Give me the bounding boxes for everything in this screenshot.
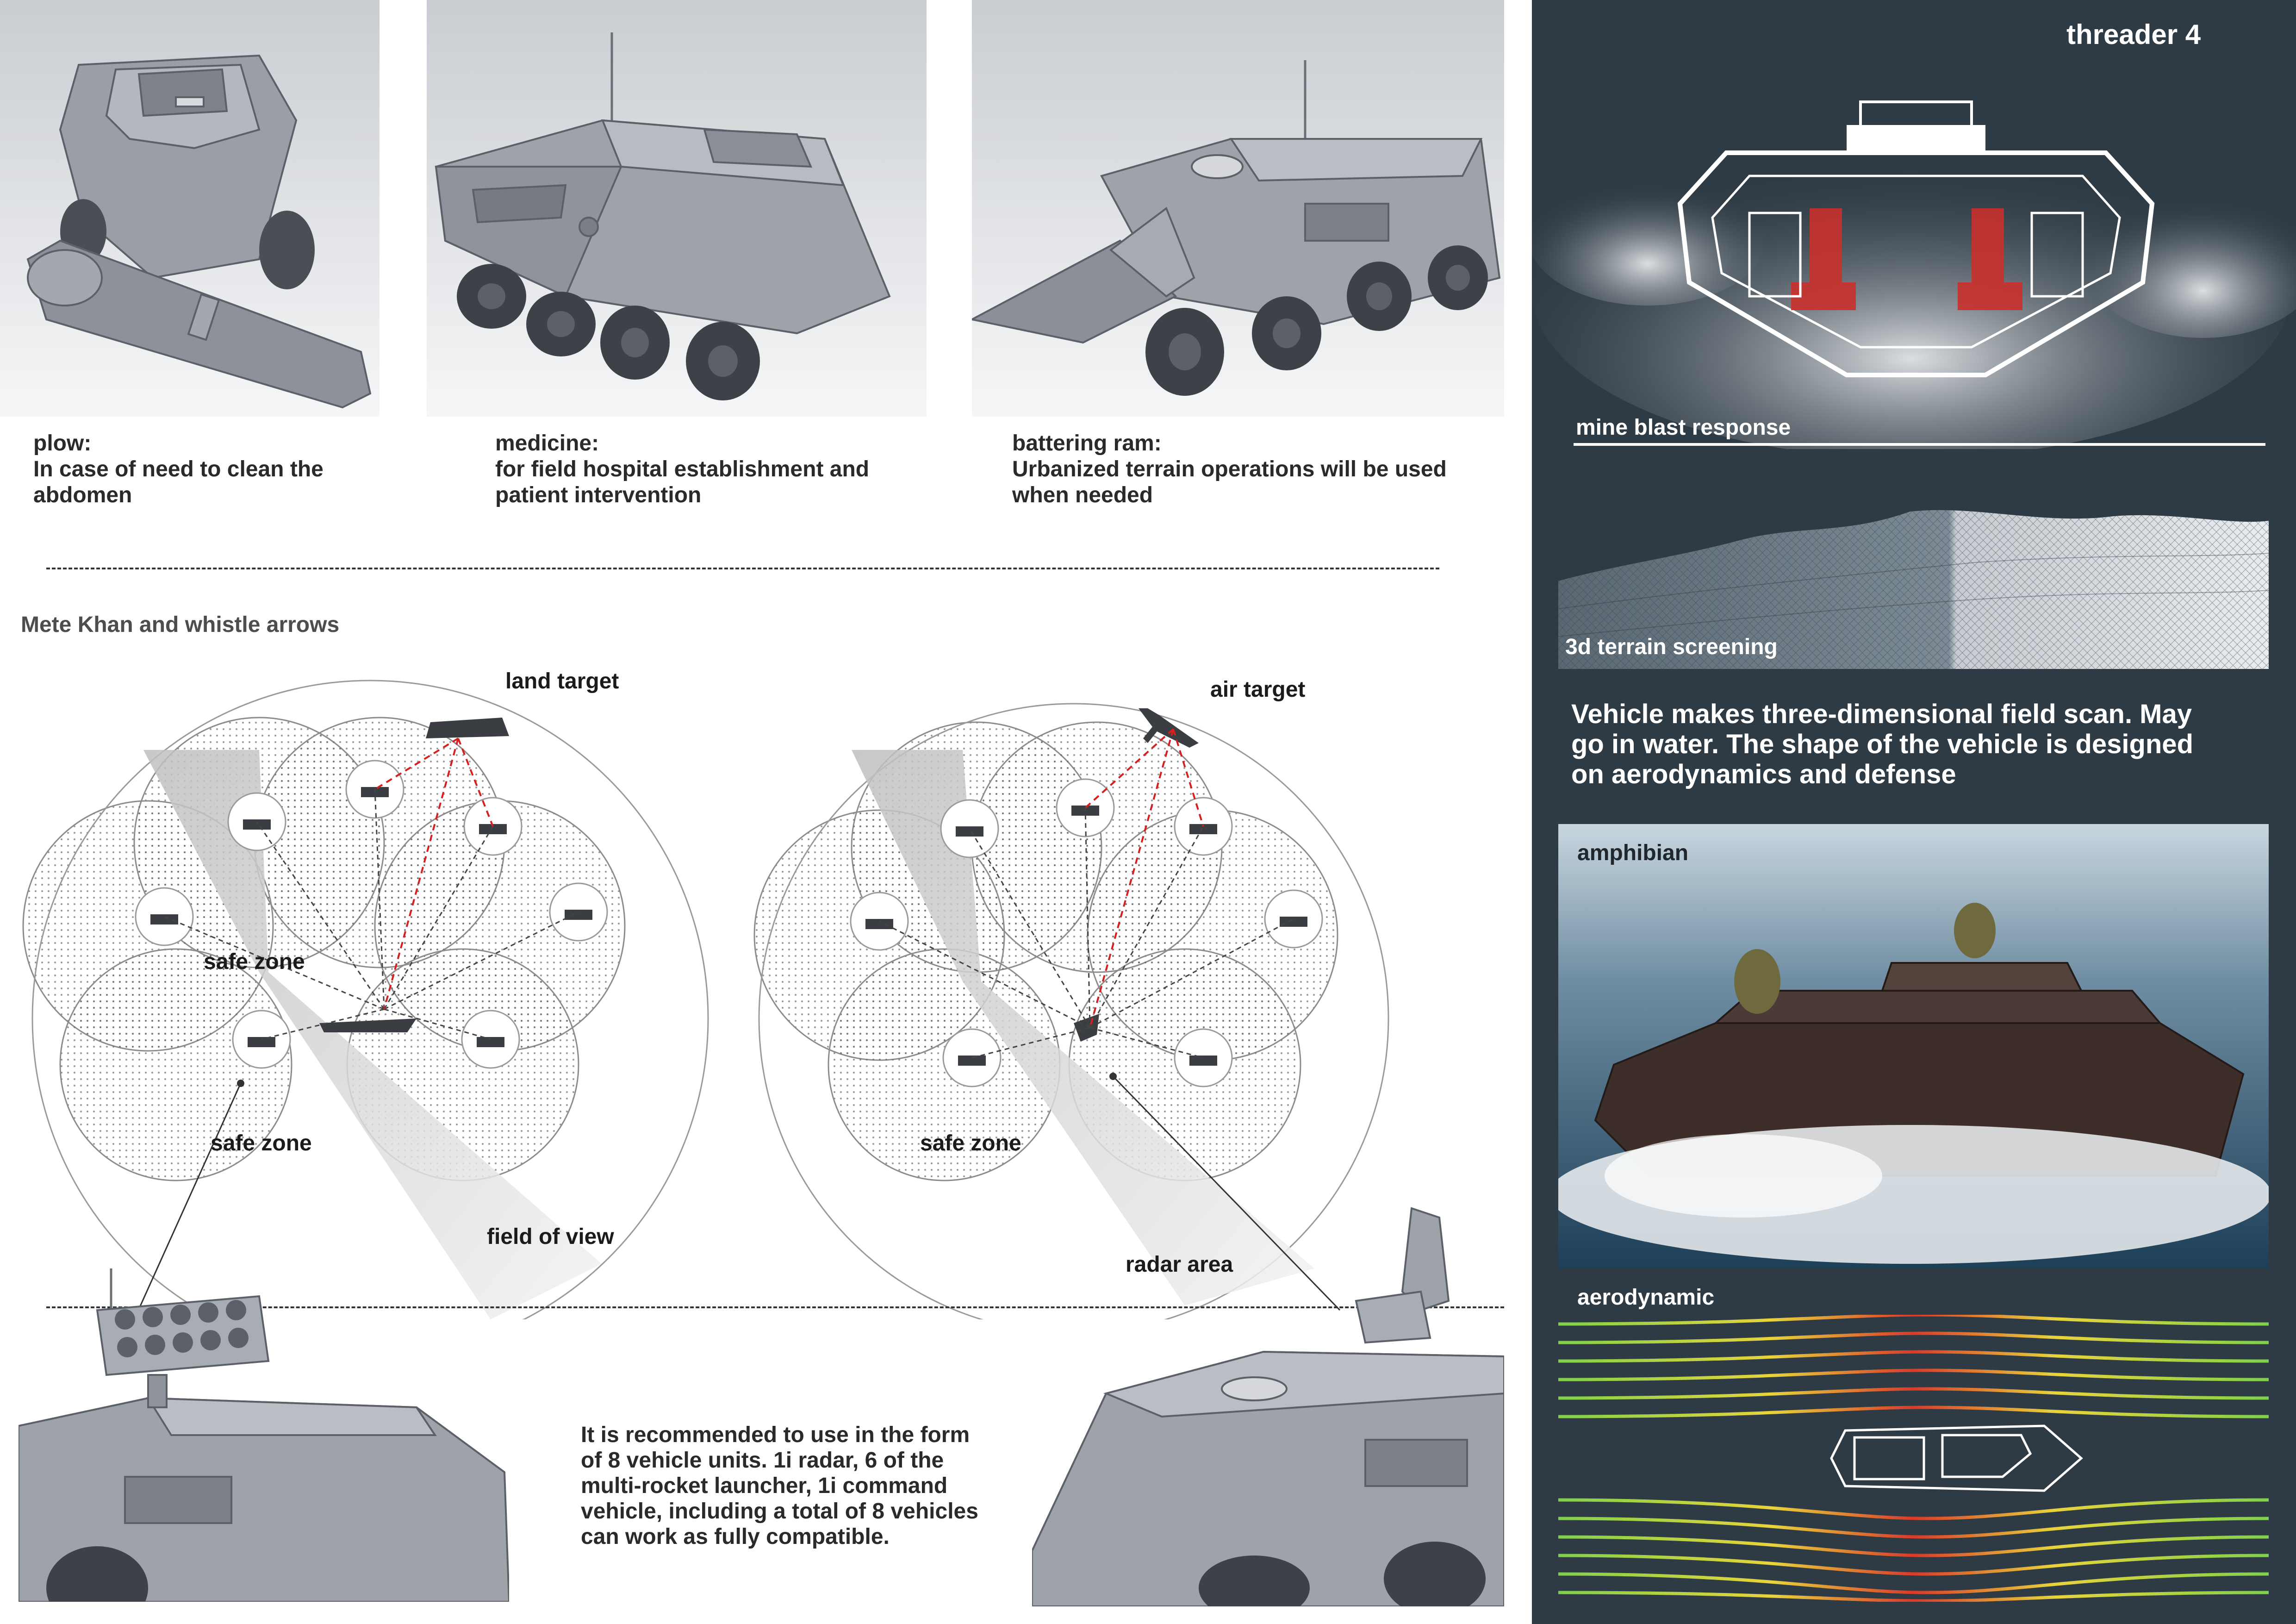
- safe-zone-upper-label: safe zone: [204, 949, 305, 974]
- field-of-view-label: field of view: [487, 1224, 614, 1249]
- description-line1: Vehicle makes three-dimensional field sc…: [1571, 699, 2192, 729]
- aerodynamic-illustration: [1558, 1315, 2269, 1602]
- vehicle-top-view: [1830, 1424, 2083, 1492]
- section-title: Mete Khan and whistle arrows: [21, 612, 340, 637]
- recommendation-text: It is recommended to use in the form of …: [581, 1422, 1034, 1549]
- brand-title: threader 4: [2066, 19, 2201, 50]
- amphibian-photo: [1558, 824, 2269, 1268]
- recommendation-line3: multi-rocket launcher, 1i command: [581, 1474, 948, 1498]
- medicine-line2: patient intervention: [495, 483, 702, 507]
- recommendation-line2: of 8 vehicle units. 1i radar, 6 of the: [581, 1448, 944, 1473]
- aerodynamic-label: aerodynamic: [1577, 1285, 1715, 1310]
- terrain-scan-label: 3d terrain screening: [1565, 635, 1778, 659]
- coverage-circles: [22, 717, 626, 1181]
- description-line2: go in water. The shape of the vehicle is…: [1571, 729, 2193, 759]
- plow-line2: abdomen: [33, 483, 132, 507]
- vehicle-description: Vehicle makes three-dimensional field sc…: [1571, 699, 2265, 789]
- divider-bottom: [46, 1306, 1504, 1308]
- plow-caption: plow: In case of need to clean the abdom…: [33, 431, 413, 508]
- safe-zone-lower-label: safe zone: [211, 1131, 312, 1156]
- recommendation-line4: vehicle, including a total of 8 vehicles: [581, 1499, 978, 1524]
- field-of-view-wedge: [143, 750, 602, 1319]
- radar-area-wedge: [852, 750, 1314, 1305]
- mine-blast-label: mine blast response: [1576, 415, 1791, 440]
- air-target-label: air target: [1210, 677, 1306, 702]
- land-target-diagram: land target safe zone safe zone field of…: [0, 648, 750, 1319]
- plow-line1: In case of need to clean the: [33, 457, 324, 481]
- battering-ram-line1: Urbanized terrain operations will be use…: [1012, 457, 1447, 481]
- radar-area-label: radar area: [1126, 1252, 1233, 1277]
- battering-ram-title: battering ram:: [1012, 431, 1162, 456]
- plow-render: [0, 0, 380, 417]
- radar-vehicle-render: [1032, 1199, 1504, 1606]
- recommendation-line1: It is recommended to use in the form: [581, 1423, 970, 1447]
- terrain-scan-illustration: [1558, 507, 2269, 669]
- right-panel: threader 4: [1532, 0, 2296, 1624]
- medicine-render: [427, 0, 927, 417]
- rocket-launcher-render: [19, 1268, 509, 1602]
- recommendation-line5: can work as fully compatible.: [581, 1524, 890, 1549]
- divider-top: [46, 568, 1439, 569]
- crew-seats: [1791, 208, 2022, 310]
- description-line3: on aerodynamics and defense: [1571, 759, 1956, 789]
- medicine-title: medicine:: [495, 431, 599, 456]
- plow-title: plow:: [33, 431, 92, 456]
- amphibian-label: amphibian: [1577, 841, 1689, 865]
- battering-ram-line2: when needed: [1012, 483, 1153, 507]
- mine-blast-illustration: [1532, 42, 2296, 449]
- medicine-caption: medicine: for field hospital establishme…: [495, 431, 1004, 508]
- battering-ram-caption: battering ram: Urbanized terrain operati…: [1012, 431, 1544, 508]
- air-target-diagram: air target safe zone radar area: [740, 648, 1458, 1319]
- safe-zone-label: safe zone: [920, 1131, 1021, 1156]
- battering-ram-render: [972, 0, 1504, 417]
- medicine-line1: for field hospital establishment and: [495, 457, 870, 481]
- mine-blast-underline: [1574, 443, 2265, 446]
- land-target-label: land target: [505, 669, 619, 693]
